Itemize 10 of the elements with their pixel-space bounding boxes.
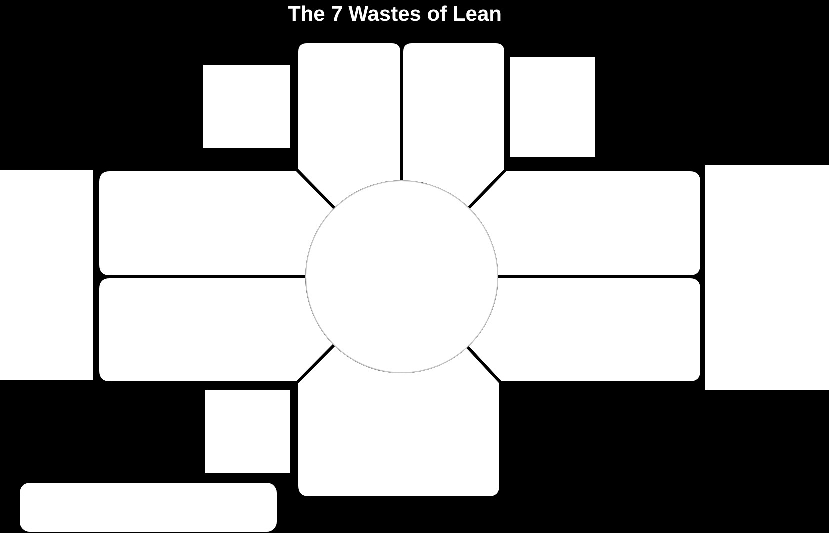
petal-panel (96, 168, 337, 278)
petal-panel (466, 168, 704, 278)
rounded-panel (20, 483, 277, 532)
blank-tile (203, 65, 290, 148)
blank-tile (205, 390, 290, 473)
hub-circle (306, 180, 498, 374)
blank-tile (705, 165, 829, 390)
blank-tile (510, 57, 595, 157)
blank-tile (0, 170, 93, 380)
title: The 7 Wastes of Lean (288, 3, 502, 26)
